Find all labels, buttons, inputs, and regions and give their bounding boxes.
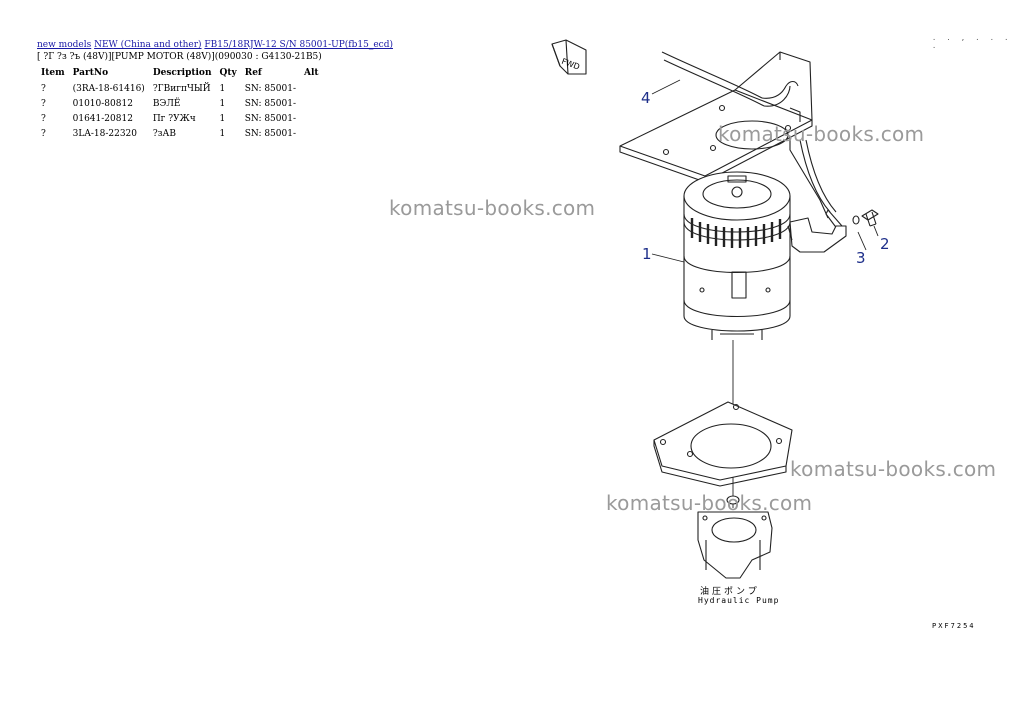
callout-3: 3 (856, 249, 866, 267)
header-partno: PartNo (72, 68, 109, 78)
breadcrumb-link-model[interactable]: FB15/18RJW-12 S/N 85001-UP(fb15_ecd) (204, 40, 393, 50)
cell-item: ? (41, 98, 46, 109)
cell-ref: SN: 85001- (244, 128, 297, 139)
watermark: komatsu-books.com (606, 491, 813, 515)
cell-alt (300, 111, 323, 126)
cell-qty: 1 (219, 83, 226, 94)
corner-marks: . . , . . . . (932, 34, 1012, 50)
cell-partno: 01010-80812 (72, 98, 133, 109)
page-title: [ ?Г ?з ?ъ (48V)][PUMP MOTOR (48V)](0900… (37, 52, 322, 62)
cell-qty: 1 (219, 113, 226, 124)
watermark: komatsu-books.com (389, 196, 596, 220)
cell-item: ? (41, 128, 46, 139)
cell-ref: SN: 85001- (244, 98, 297, 109)
watermark: komatsu-books.com (790, 457, 997, 481)
parts-table: Item PartNo Description Qty Ref Alt ? (3… (37, 65, 323, 141)
cell-item: ? (41, 83, 46, 94)
header-item: Item (41, 68, 65, 78)
breadcrumb-link-new-models[interactable]: new models (37, 40, 92, 50)
cell-alt (300, 126, 323, 141)
table-row: ? 01641-20812 Пг ?УЖч 1 SN: 85001- (37, 111, 323, 126)
cell-description: ВЭЛЁ (152, 98, 181, 109)
fwd-arrow-icon (551, 39, 587, 75)
table-row: ? (3RA-18-61416) ?ГВигпЧЫЙ 1 SN: 85001- (37, 81, 323, 96)
cell-partno: 01641-20812 (72, 113, 133, 124)
bolt-washer (852, 209, 879, 227)
cell-alt (300, 81, 323, 96)
header-description: Description (152, 68, 212, 78)
cell-description: Пг ?УЖч (152, 113, 196, 124)
cell-qty: 1 (219, 128, 226, 139)
cell-item: ? (41, 113, 46, 124)
table-row: ? 01010-80812 ВЭЛЁ 1 SN: 85001- (37, 96, 323, 111)
table-header-row: Item PartNo Description Qty Ref Alt (37, 65, 323, 81)
callout-2: 2 (880, 235, 890, 253)
header-qty: Qty (219, 68, 237, 78)
cell-description: ?ГВигпЧЫЙ (152, 83, 211, 94)
drawing-code: PXF7254 (932, 622, 976, 630)
cell-qty: 1 (219, 98, 226, 109)
cell-partno: 3LA-18-22320 (72, 128, 137, 139)
header-alt: Alt (304, 68, 319, 78)
cell-ref: SN: 85001- (244, 83, 297, 94)
pump-motor (683, 171, 793, 340)
mounting-bracket (619, 51, 829, 219)
watermark: komatsu-books.com (718, 122, 925, 146)
adaptor-plate (653, 401, 793, 487)
breadcrumb: new models NEW (China and other) FB15/18… (37, 40, 393, 50)
exploded-parts-diagram: FWD (551, 39, 879, 579)
pump-label-english: Hydraulic Pump (698, 596, 780, 605)
header-ref: Ref (244, 68, 262, 78)
cell-partno: (3RA-18-61416) (72, 83, 145, 94)
breadcrumb-link-new-china[interactable]: NEW (China and other) (94, 40, 202, 50)
cell-description: ?зАВ (152, 128, 176, 139)
cell-ref: SN: 85001- (244, 113, 297, 124)
pump-label-japanese: 油圧ポンプ (700, 587, 760, 597)
table-row: ? 3LA-18-22320 ?зАВ 1 SN: 85001- (37, 126, 323, 141)
wire-harness (661, 51, 843, 231)
cell-alt (300, 96, 323, 111)
callout-4: 4 (641, 89, 651, 107)
leader-lines (651, 79, 879, 263)
hydraulic-pump (697, 495, 773, 579)
callout-1: 1 (642, 245, 652, 263)
